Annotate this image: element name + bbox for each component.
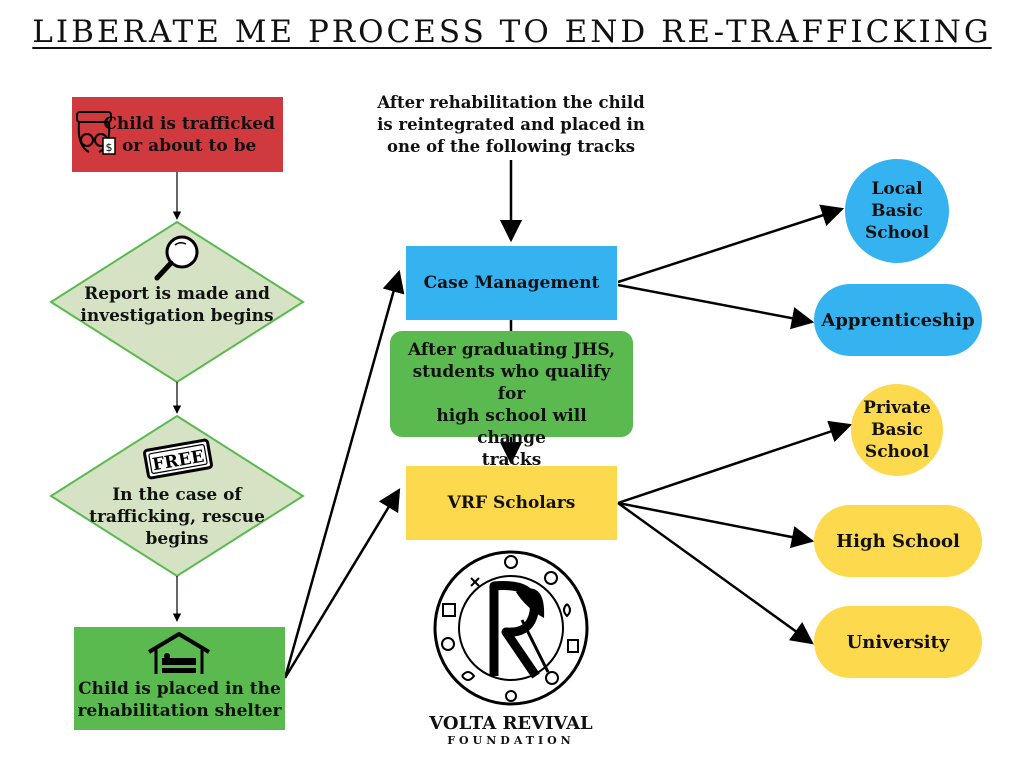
step-rescue-label: In the case of trafficking, rescue begin…: [89, 485, 265, 549]
free-stamp-icon: FREE: [143, 438, 213, 480]
house-bed-icon: [147, 632, 211, 674]
logo-name: VOLTA REVIVAL: [429, 713, 593, 734]
handcuffs-money-icon: $: [76, 111, 116, 155]
outcome-university: University: [814, 606, 982, 678]
outcome-local-basic-school: Local Basic School: [845, 159, 949, 263]
page-title: LIBERATE ME PROCESS TO END RE-TRAFFICKIN…: [32, 14, 992, 50]
arrow-shelter-to-case: [283, 269, 405, 679]
arrow-case-to-apprentice: [617, 283, 815, 330]
outcome-apprenticeship: Apprenticeship: [814, 284, 982, 356]
step-report-label: Report is made and investigation begins: [80, 284, 274, 326]
outcome-apprenticeship-label: Apprenticeship: [821, 309, 975, 331]
outcome-high-school-label: High School: [836, 530, 960, 552]
outcome-high-school: High School: [814, 505, 982, 577]
track-case-management-label: Case Management: [423, 273, 600, 293]
track-change-note: After graduating JHS, students who quali…: [390, 331, 633, 470]
step-child-trafficked: Child is trafficked or about to be: [72, 97, 283, 172]
track-vrf-scholars-label: VRF Scholars: [447, 493, 576, 513]
track-case-management: Case Management: [406, 246, 617, 320]
arrow-vrf-to-university: [617, 501, 814, 645]
foundation-logo: [433, 550, 589, 706]
step-shelter: Child is placed in the rehabilitation sh…: [74, 627, 285, 730]
logo-subtitle: FOUNDATION: [447, 734, 575, 747]
outcome-private-basic-school: Private Basic School: [851, 384, 943, 476]
arrow-shelter-to-vrf: [283, 488, 401, 679]
outcome-private-basic-label: Private Basic School: [863, 398, 931, 462]
arrow-case-to-local: [617, 204, 845, 284]
step-shelter-label: Child is placed in the rehabilitation sh…: [77, 679, 282, 721]
outcome-university-label: University: [846, 631, 950, 653]
track-vrf-scholars: VRF Scholars: [406, 466, 617, 540]
step-child-trafficked-label: Child is trafficked or about to be: [103, 113, 275, 156]
rehab-note: After rehabilitation the child is reinte…: [377, 93, 645, 156]
arrow-vrf-to-high: [617, 501, 815, 549]
outcome-local-basic-label: Local Basic School: [864, 179, 930, 243]
svg-text:$: $: [106, 141, 113, 154]
arrow-vrf-to-private: [617, 420, 853, 505]
magnifier-icon: [154, 235, 199, 281]
